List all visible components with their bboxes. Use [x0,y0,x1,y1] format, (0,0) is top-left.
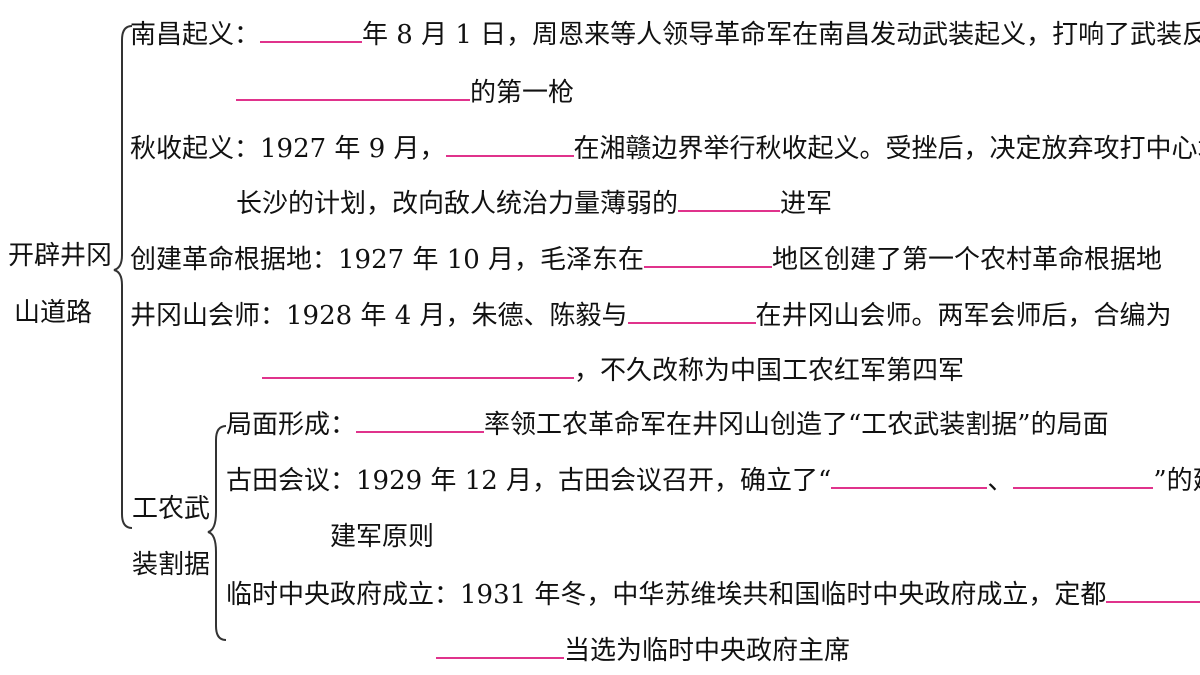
root-label-line2: 山道路 [14,298,93,328]
nanchang-line1: 南昌起义： 年 8 月 1 日，周恩来等人领导革命军在南昌发动武装起义，打响了武装… [130,18,1200,52]
qiushou-line2: 长沙的计划，改向敌人统治力量薄弱的 进军 [236,187,832,221]
genjudi-label: 创建革命根据地：1927 年 10 月，毛泽东在 [130,245,645,275]
nanchang-label: 南昌起义： [130,20,261,50]
sub-brace [207,425,227,641]
linshi-line2: 当选为临时中央政府主席 [436,634,850,668]
linshi-line1: 临时中央政府成立：1931 年冬，中华苏维埃共和国临时中央政府成立，定都， [226,578,1200,612]
huishi-label: 井冈山会师：1928 年 4 月，朱德、陈毅与 [130,301,628,331]
genjudi-text: 地区创建了第一个农村革命根据地 [772,245,1163,275]
nanchang-text: 年 8 月 1 日，周恩来等人领导革命军在南昌发动武装起义，打响了武装反抗 [362,20,1200,50]
nanchang-line2: 的第一枪 [236,76,574,110]
subgroup-title-line2: 装割据 [132,550,211,580]
gutian-tail: ”的建党 [1153,466,1200,496]
genjudi-line: 创建革命根据地：1927 年 10 月，毛泽东在 地区创建了第一个农村革命根据地 [130,243,1162,277]
gutian-line2: 建军原则 [330,522,435,552]
answer-blank[interactable] [436,635,564,659]
gutian-label: 古田会议：1929 年 12 月，古田会议召开，确立了“ [226,466,832,496]
answer-blank[interactable] [236,77,470,101]
linshi-label: 临时中央政府成立：1931 年冬，中华苏维埃共和国临时中央政府成立，定都 [226,580,1107,610]
answer-blank[interactable] [1106,579,1200,603]
huishi-line1: 井冈山会师：1928 年 4 月，朱德、陈毅与 在井冈山会师。两军会师后，合编为 [130,299,1172,333]
huishi-text: 在井冈山会师。两军会师后，合编为 [755,301,1172,331]
gutian-mid: 、 [987,466,1014,496]
main-brace [113,25,133,529]
qiushou-line1: 秋收起义：1927 年 9 月， 在湘赣边界举行秋收起义。受挫后，决定放弃攻打中心… [130,132,1200,166]
answer-blank[interactable] [356,409,485,433]
answer-blank[interactable] [260,19,363,43]
huishi-line2: ，不久改称为中国工农红军第四军 [262,354,964,388]
huishi-tail: ，不久改称为中国工农红军第四军 [574,356,965,386]
qiushou-text: 在湘赣边界举行秋收起义。受挫后，决定放弃攻打中心城市 [573,134,1200,164]
answer-blank[interactable] [445,133,574,157]
qiushou-label: 秋收起义：1927 年 9 月， [130,134,446,164]
linshi-tail2: 当选为临时中央政府主席 [564,636,851,666]
jumian-line: 局面形成： 率领工农革命军在井冈山创造了“工农武装割据”的局面 [226,408,1109,442]
nanchang-tail: 的第一枪 [470,78,575,108]
jumian-label: 局面形成： [226,410,357,440]
answer-blank[interactable] [627,300,756,324]
jumian-text: 率领工农革命军在井冈山创造了“工农武装割据”的局面 [484,410,1109,440]
answer-blank[interactable] [644,244,773,268]
root-label-line1: 开辟井冈 [8,241,113,271]
answer-blank[interactable] [1013,465,1154,489]
answer-blank[interactable] [262,355,574,379]
qiushou-tail: 进军 [780,189,833,219]
qiushou-head: 长沙的计划，改向敌人统治力量薄弱的 [236,189,679,219]
answer-blank[interactable] [678,188,781,212]
subgroup-title-line1: 工农武 [132,494,211,524]
gutian-line1: 古田会议：1929 年 12 月，古田会议召开，确立了“ 、 ”的建党 [226,464,1200,498]
answer-blank[interactable] [831,465,988,489]
